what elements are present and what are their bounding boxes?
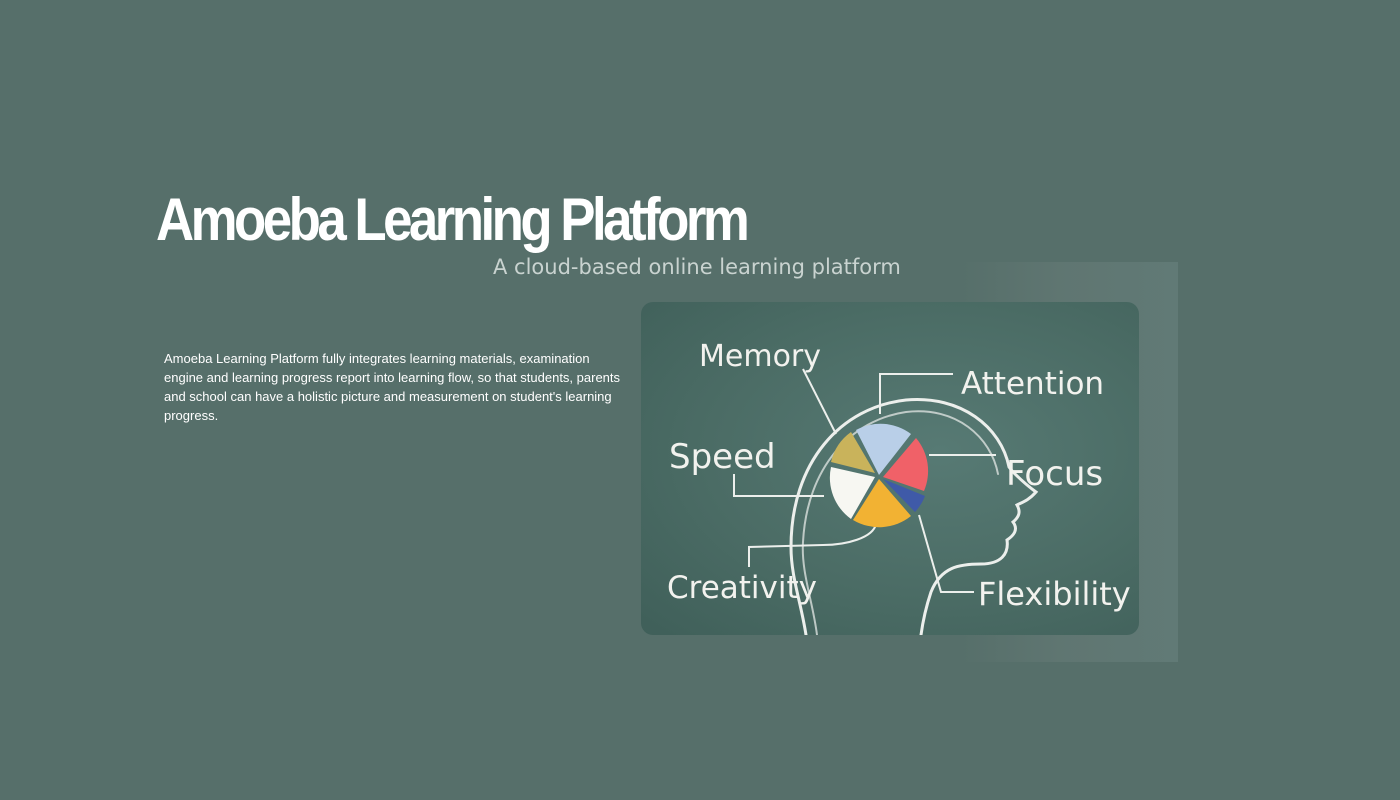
flexibility-connector (918, 514, 974, 593)
intro-paragraph: Amoeba Learning Platform fully integrate… (164, 351, 621, 423)
page-title: Amoeba Learning Platform (156, 186, 750, 253)
attention-label: Attention (961, 366, 1104, 402)
memory-label: Memory (699, 339, 821, 374)
pie-slice (829, 467, 875, 519)
speed-connector (733, 474, 824, 497)
pie-slice (853, 479, 911, 528)
creativity-connector (748, 523, 877, 567)
attention-connector (879, 373, 953, 414)
focus-label: Focus (1006, 454, 1103, 494)
page-subtitle: A cloud-based online learning platform (493, 255, 901, 279)
pie-icon (829, 423, 929, 528)
brain-head-drawing: Memory Attention Speed Focus Creativity … (667, 339, 1131, 635)
pie-slice (831, 432, 875, 473)
memory-connector (802, 368, 837, 435)
chalkboard-illustration: Memory Attention Speed Focus Creativity … (641, 302, 1139, 635)
pie-slice (856, 423, 911, 475)
pie-slice (883, 438, 929, 491)
creativity-label: Creativity (667, 570, 817, 606)
head-outline (789, 397, 1039, 635)
flexibility-label: Flexibility (978, 575, 1131, 613)
pie-slice (883, 479, 925, 512)
speed-label: Speed (669, 437, 776, 477)
